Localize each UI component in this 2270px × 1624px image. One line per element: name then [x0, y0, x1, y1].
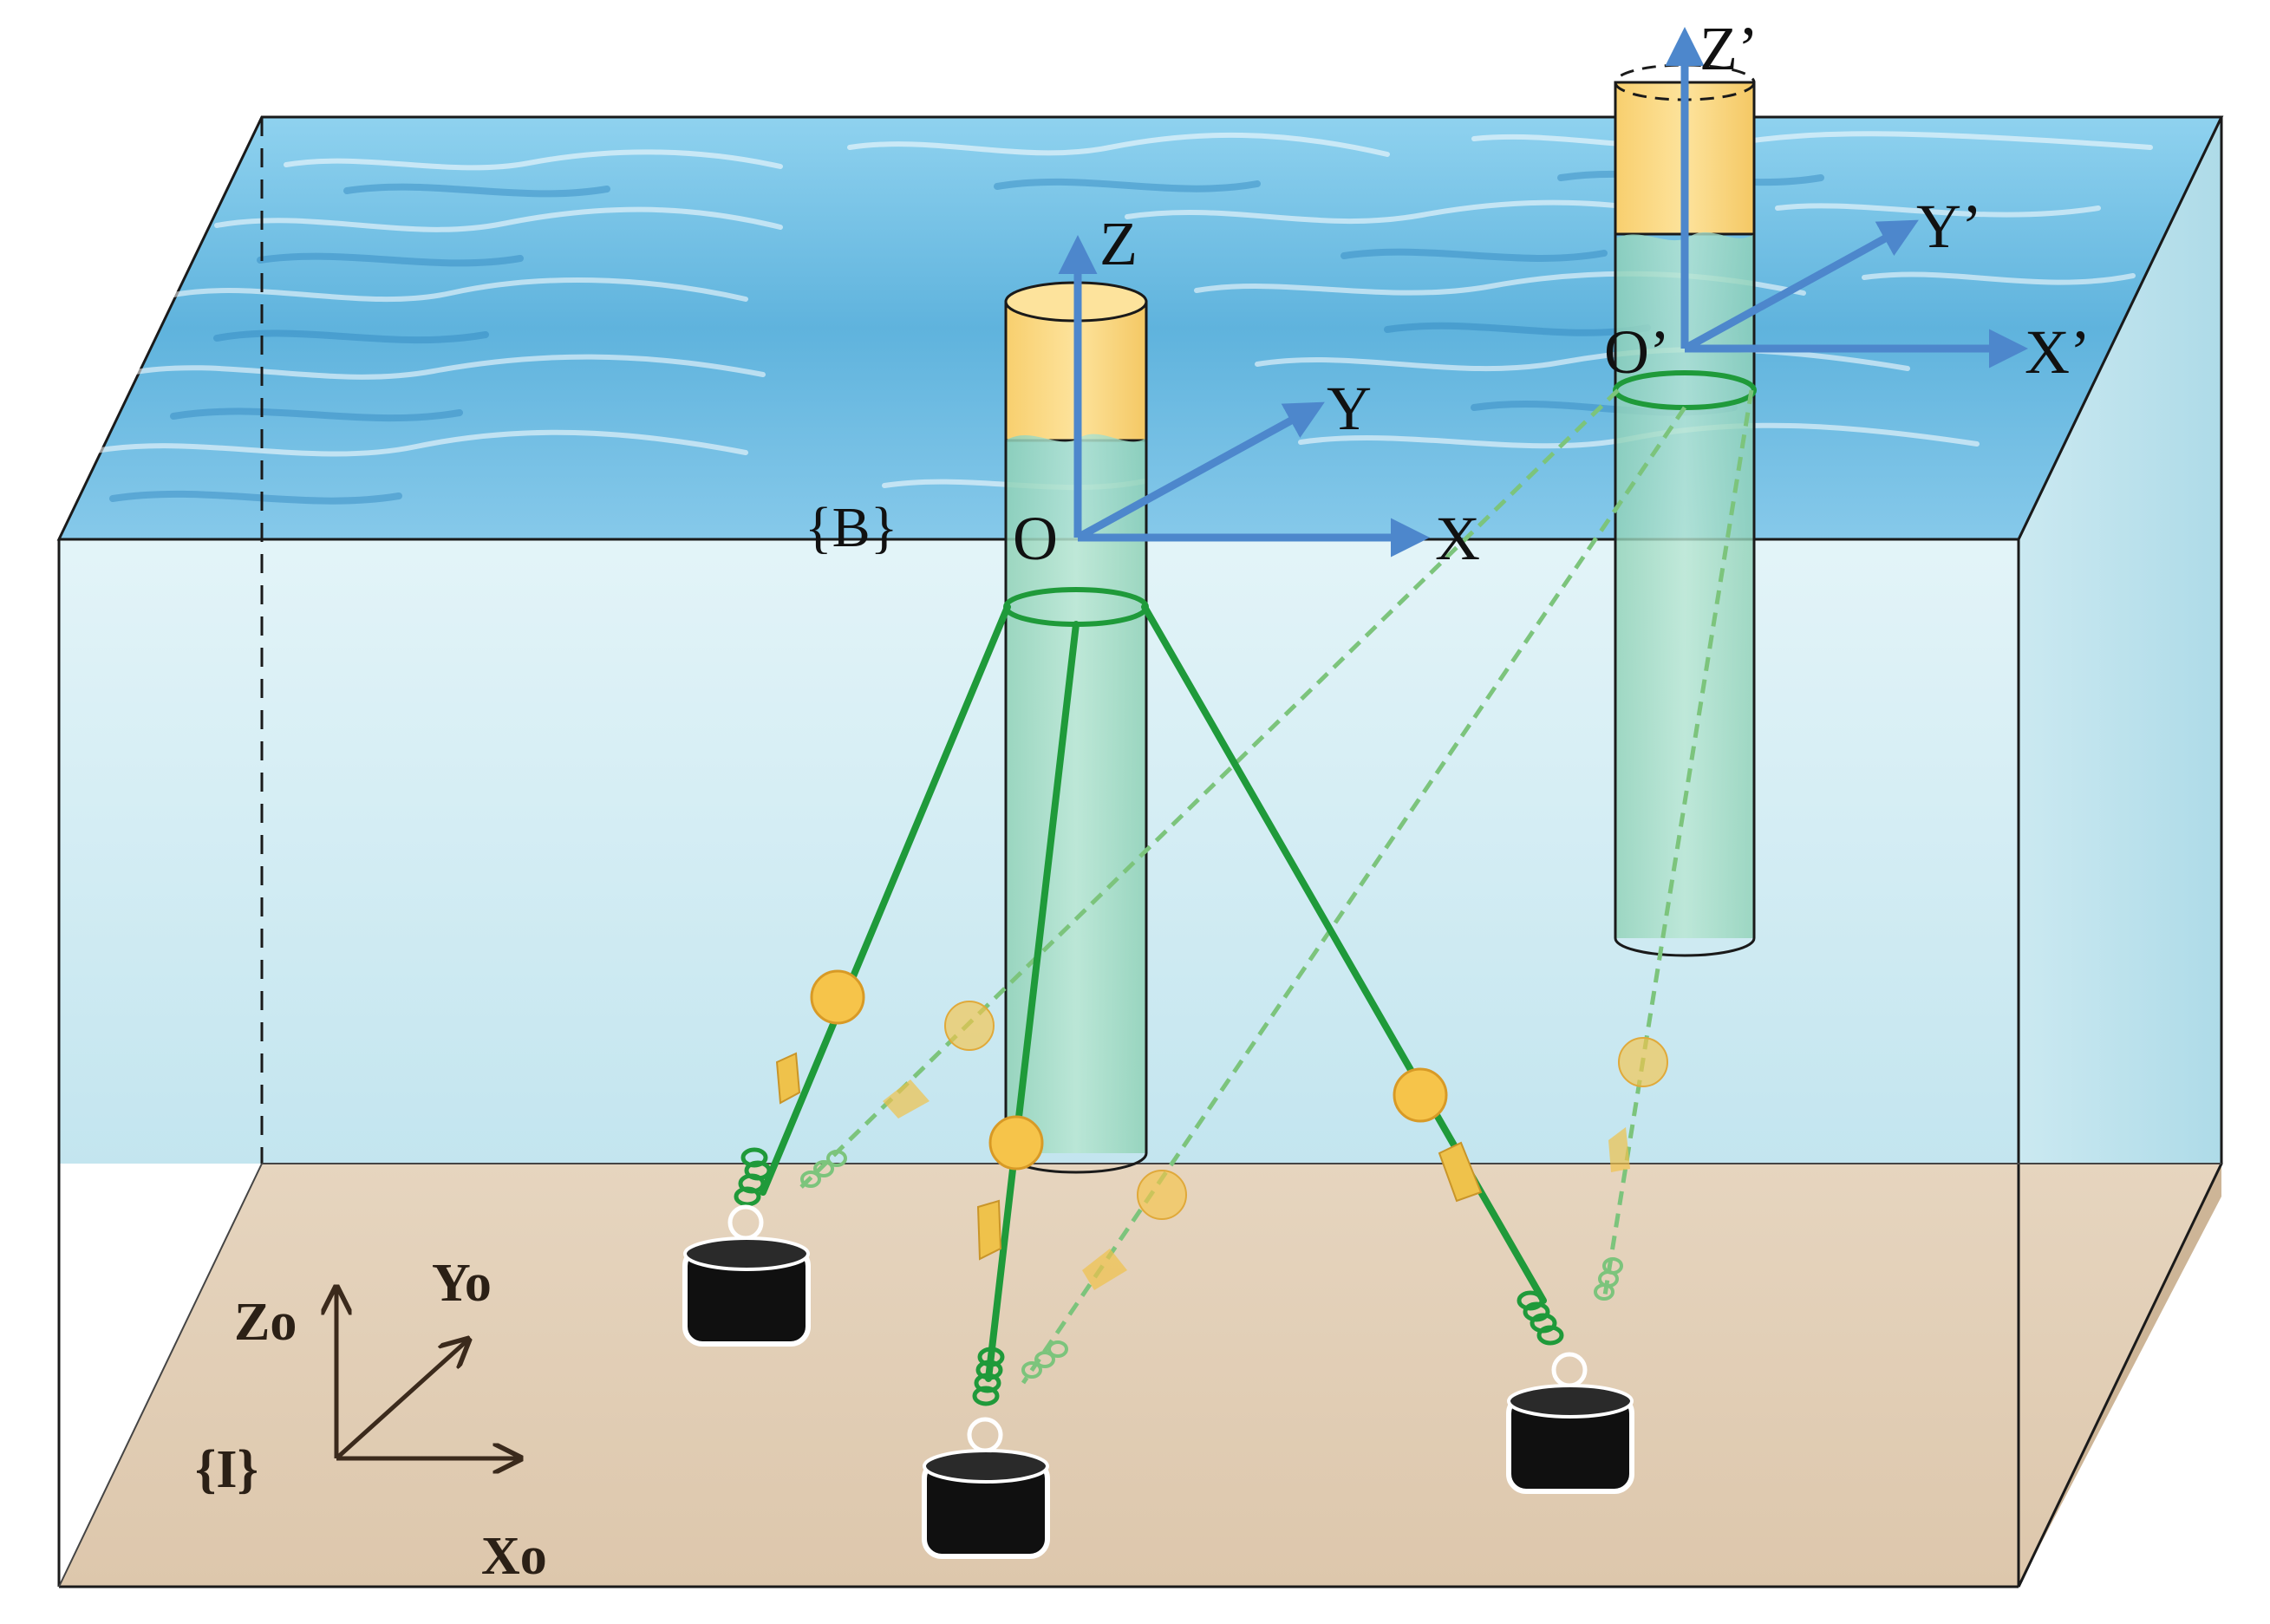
label-z: Z	[1099, 209, 1138, 278]
sensors-displaced	[883, 1079, 1630, 1290]
labels: Z Y X O {B} Z’ Y’ X’ O’ Zo Yo Xo {I}	[195, 14, 2091, 1586]
sensors	[775, 1052, 1483, 1261]
floats-displaced	[944, 1001, 1668, 1220]
float-displaced-2	[1137, 1170, 1187, 1220]
float-1	[810, 969, 865, 1025]
springs-displaced	[800, 1150, 1623, 1379]
anchor-right	[1506, 1352, 1634, 1494]
label-origin: O	[1013, 504, 1058, 573]
label-z-prime: Z’	[1699, 14, 1758, 83]
label-y: Y	[1327, 374, 1372, 443]
anchor-middle	[922, 1417, 1050, 1559]
seabed-surface	[59, 1164, 2221, 1587]
float-displaced-1	[944, 1001, 995, 1051]
label-x-prime: X’	[2025, 317, 2091, 387]
mooring-lines-displaced	[794, 388, 1754, 1385]
spar-buoy	[1003, 281, 1149, 1174]
float-2	[988, 1115, 1044, 1171]
springs	[734, 1147, 1564, 1406]
axis-yo	[335, 1340, 468, 1460]
floats	[810, 969, 1448, 1171]
label-xo: Xo	[481, 1527, 547, 1586]
float-3	[1393, 1067, 1448, 1123]
label-x: X	[1435, 504, 1480, 573]
spar-buoy-displaced	[1613, 63, 1757, 957]
displaced-frame-axes	[1665, 27, 2028, 368]
label-frame-i: {I}	[195, 1440, 258, 1499]
label-frame-b: {B}	[805, 496, 897, 559]
float-displaced-3	[1618, 1037, 1668, 1087]
body-frame-axes	[1058, 235, 1430, 558]
axis-y	[1075, 401, 1325, 541]
anchors	[682, 1204, 1634, 1559]
inertial-frame-axes	[336, 1288, 520, 1458]
axis-y-prime	[1682, 219, 1919, 352]
label-yo: Yo	[432, 1254, 492, 1313]
anchor-left	[682, 1204, 811, 1347]
label-y-prime: Y’	[1916, 192, 1982, 261]
label-zo: Zo	[234, 1293, 297, 1352]
label-origin-prime: O’	[1604, 317, 1670, 387]
